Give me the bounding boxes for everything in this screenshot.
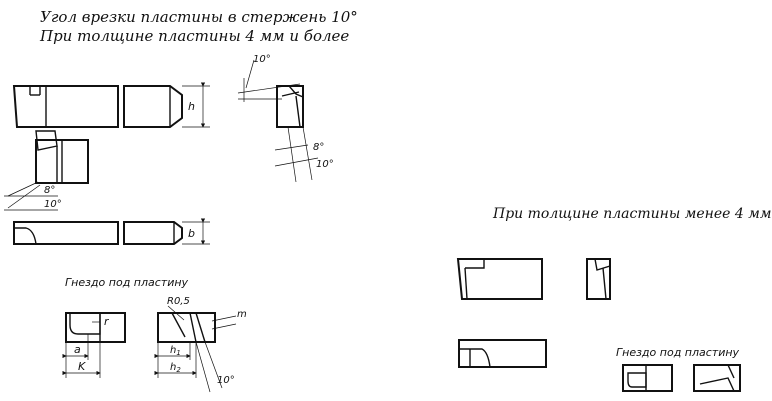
- thin-socket-right: [693, 364, 741, 392]
- dim-k: K: [78, 360, 86, 373]
- tool-top-view: b: [13, 218, 210, 245]
- socket-middle-detail: R0,5 m h1 h2 10°: [154, 296, 247, 393]
- angle-10-left: 10°: [44, 199, 62, 210]
- socket-label-right: Гнездо под пластину: [616, 346, 740, 359]
- tool-end-view: 10° 8° 10°: [237, 54, 334, 183]
- heading-thin: При толщине пластины менее 4 мм: [492, 206, 771, 222]
- dim-r: r: [104, 315, 110, 328]
- thin-side-view: [456, 258, 543, 300]
- angle-10-right: 10°: [316, 159, 334, 170]
- socket-label-left: Гнездо под пластину: [65, 276, 189, 289]
- dim-h1: h1: [170, 345, 181, 357]
- angle-8-right: 8°: [313, 142, 324, 153]
- dim-h: h: [188, 100, 195, 113]
- angle-10-top: 10°: [253, 54, 271, 65]
- angle-10-socket: 10°: [217, 375, 235, 386]
- socket-left-detail: r a K: [62, 312, 126, 378]
- dim-h2: h2: [170, 362, 181, 374]
- dim-r05: R0,5: [167, 296, 190, 307]
- thin-top-view: [458, 339, 547, 368]
- angle-8-left: 8°: [44, 185, 55, 196]
- dim-a: a: [74, 343, 81, 356]
- heading-angle: Угол врезки пластины в стержень 10°: [40, 8, 358, 26]
- heading-thick: При толщине пластины 4 мм и более: [39, 27, 349, 45]
- dim-b: b: [188, 227, 195, 240]
- thin-end-view: [586, 258, 611, 300]
- dim-m: m: [237, 309, 247, 320]
- thin-socket-left: [622, 364, 673, 392]
- tool-side-view: h: [12, 82, 210, 128]
- tool-section-view: 8° 10°: [4, 130, 89, 211]
